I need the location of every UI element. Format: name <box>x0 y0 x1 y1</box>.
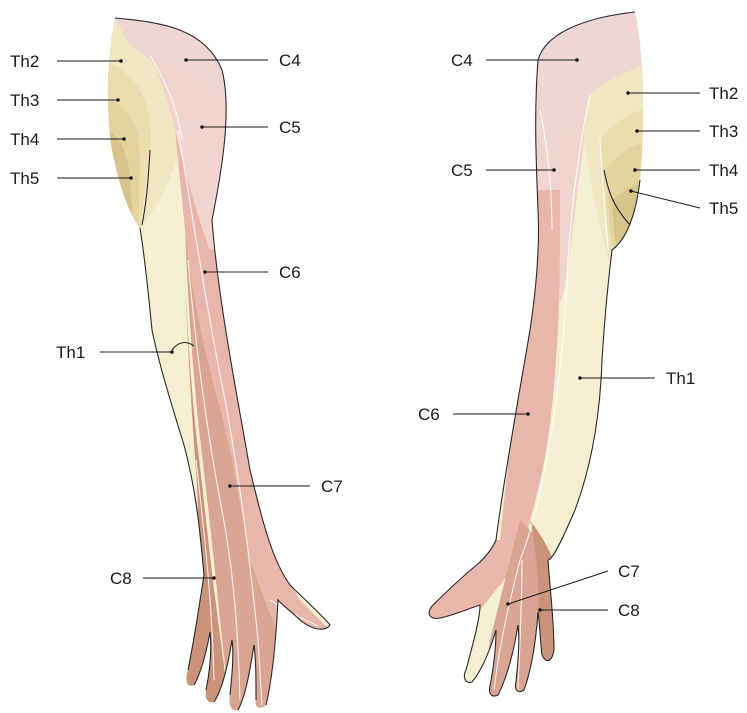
left-c6-label: C6 <box>279 263 301 282</box>
left-c8-dot <box>212 576 216 580</box>
right-c8-dot <box>538 608 542 612</box>
right-label-th5-group: Th5 <box>629 189 738 218</box>
right-th2-dot <box>626 91 630 95</box>
left-c8-label: C8 <box>110 569 132 588</box>
right-th1-dot <box>578 376 582 380</box>
left-c7-dot <box>228 484 232 488</box>
right-label-th4-group: Th4 <box>633 161 738 180</box>
right-c7-dot <box>506 602 510 606</box>
right-c4-label: C4 <box>451 51 473 70</box>
right-label-c6-group: C6 <box>418 405 530 424</box>
right-c8-label: C8 <box>618 601 640 620</box>
right-c7-label: C7 <box>618 562 640 581</box>
right-th5-dot <box>629 189 633 193</box>
right-c5-dot <box>552 168 556 172</box>
left-th3-dot <box>116 98 120 102</box>
right-c4-dot <box>575 58 579 62</box>
right-th3-label: Th3 <box>709 122 738 141</box>
left-label-th3-group: Th3 <box>10 91 120 110</box>
left-th5-label: Th5 <box>10 169 39 188</box>
left-c7-label: C7 <box>321 477 343 496</box>
left-c5-dot <box>200 125 204 129</box>
left-c4-dot <box>184 58 188 62</box>
left-th3-label: Th3 <box>10 91 39 110</box>
left-th5-dot <box>129 176 133 180</box>
left-label-th5-group: Th5 <box>10 169 133 188</box>
left-th1-label: Th1 <box>56 343 85 362</box>
left-c5-label: C5 <box>279 118 301 137</box>
left-th1-dot <box>170 350 174 354</box>
left-th2-label: Th2 <box>10 52 39 71</box>
right-th3-dot <box>635 129 639 133</box>
left-th4-label: Th4 <box>10 130 39 149</box>
right-th4-dot <box>633 168 637 172</box>
left-label-th4-group: Th4 <box>10 130 126 149</box>
right-c6-dot <box>526 412 530 416</box>
left-c4-label: C4 <box>279 51 301 70</box>
left-label-c8-group: C8 <box>110 569 216 588</box>
right-th2-label: Th2 <box>709 84 738 103</box>
left-label-th2-group: Th2 <box>10 52 123 71</box>
right-c5-label: C5 <box>451 161 473 180</box>
left-arm: Th2 Th3 Th4 Th5 Th1 C8 <box>10 10 350 713</box>
right-label-c8-group: C8 <box>538 601 640 620</box>
right-th4-label: Th4 <box>709 161 738 180</box>
left-c6-dot <box>203 270 207 274</box>
right-arm: C4 C5 C6 Th2 Th3 Th4 <box>418 5 738 713</box>
right-th5-leader <box>631 191 700 208</box>
right-label-th3-group: Th3 <box>635 122 738 141</box>
right-th5-label: Th5 <box>709 199 738 218</box>
left-th2-dot <box>119 59 123 63</box>
right-th1-label: Th1 <box>666 369 695 388</box>
left-th4-dot <box>122 137 126 141</box>
right-c6-label: C6 <box>418 405 440 424</box>
